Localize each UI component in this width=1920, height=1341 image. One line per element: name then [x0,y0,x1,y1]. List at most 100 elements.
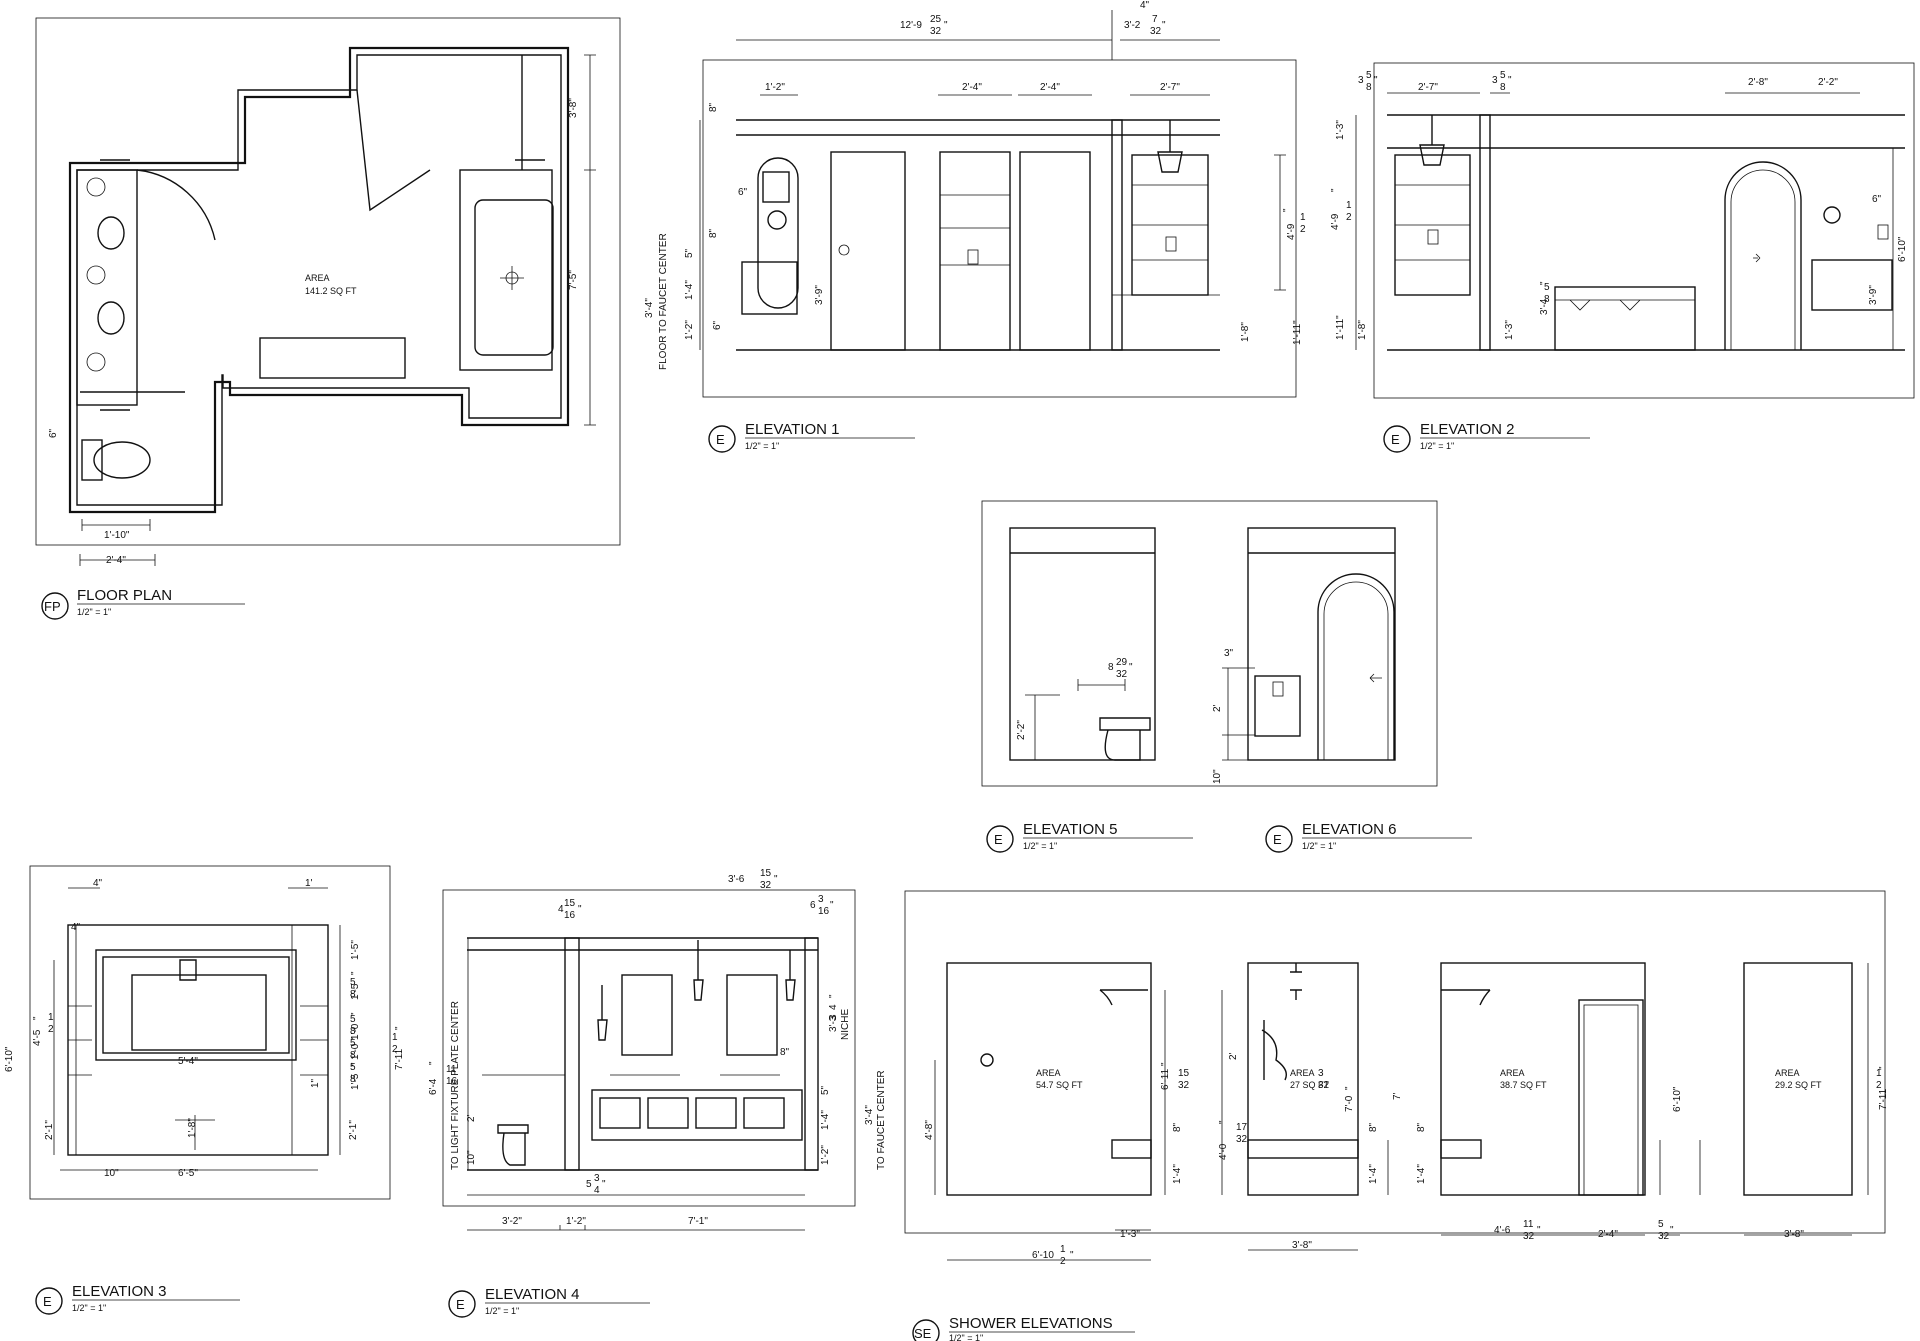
title-fp: FP FLOOR PLAN 1/2" = 1" [41,587,245,620]
dim-label: 7' [1392,1092,1403,1100]
dim-label: " [1344,1086,1355,1090]
dim-label: 1'-0 [350,1023,361,1040]
dim-label: 2 [1876,1080,1882,1091]
elevation-1-frame [702,59,1297,398]
dim-label: 4'-8" [924,1120,935,1140]
dim-label: 2'-4" [1040,82,1060,93]
dim-label: 1'-4" [1172,1164,1183,1184]
dim-label: " [1129,662,1133,673]
dim-label: 25 [930,14,942,25]
dim-label: " [578,904,582,915]
floor-plan-walls [68,46,570,514]
dim-label: 32 [930,26,942,37]
dim-label: 2'-7" [1418,82,1438,93]
dim-label: 3'-9" [814,285,825,305]
shower-area-3-value: 38.7 SQ FT [1500,1080,1547,1090]
dim-label: " [1218,1120,1229,1124]
dim-label: 1'-3" [1120,1229,1140,1240]
dim-label: 6" [712,320,723,330]
dim-label: 5 [350,1038,356,1049]
dim-label: 1'-11" [1292,320,1303,345]
dim-label: 4 [828,1004,839,1010]
dim-label: 1" [310,1078,321,1088]
drawing-badge-text: E [1273,832,1282,847]
elevation-4-vertical-note-faucet: TO FAUCET CENTER [876,1070,887,1170]
dim-label: 4'-9 [1286,223,1297,240]
shower-area-1-value: 54.7 SQ FT [1036,1080,1083,1090]
dim-label: 1'-8" [187,1118,198,1138]
dim-label: 8" [1172,1122,1183,1132]
dim-label: 2 [392,1044,398,1055]
elevation-3: 4" 1' 4" 1'-5" 6'-10" 4'-5 1 2 " 1'-5 5 … [4,865,405,1200]
dim-label: 12'-9 [900,20,922,31]
dim-label: 16 [446,1076,458,1087]
shower-wall-2: AREA 27 SQ FT [1247,962,1359,1196]
dim-label: " [350,1036,361,1040]
drawing-scale: 1/2" = 1" [745,441,779,451]
elevation-5: 8 29 32 " 2'-2" [1009,527,1156,761]
drawing-title: FLOOR PLAN [77,587,172,604]
dim-label: 4'-5 [32,1029,43,1046]
dim-label: " [828,994,839,998]
drawing-scale: 1/2" = 1" [485,1306,519,1316]
dim-label: 7'-11 [394,1048,405,1070]
dim-label: " [394,1026,405,1030]
dim-label: 2'-2" [1016,720,1027,740]
dim-label: 5" [820,1085,831,1095]
elevation-4: 3'-6 15 32 " 4 15 16 " 6 3 16 " 3'-3 3 4… [428,868,887,1231]
dim-label: 6'-5" [178,1168,198,1179]
dim-label: " [32,1016,43,1020]
drawing-badge [912,1319,940,1341]
dim-label: 11 [1523,1219,1534,1230]
toilet [81,439,151,481]
dim-label: 4" [93,878,103,889]
dim-label: 1'-5" [350,940,361,960]
dim-label: " [1508,75,1512,86]
dim-label: 5 [586,1179,592,1190]
dim-label: " [1878,1066,1889,1070]
dim-label: " [1539,281,1550,285]
drawing-badge-text: E [1391,432,1400,447]
dim-label: 8" [1368,1122,1379,1132]
dim-label: 2 [1346,212,1352,223]
dim-label: 4 [558,904,564,915]
dim-label: " [1070,1250,1074,1261]
drawing-badge-text: SE [914,1326,932,1341]
drawing-badge-text: E [456,1297,465,1312]
floor-plan-area-value: 141.2 SQ FT [305,286,357,296]
dim-label: 3 [1358,75,1364,86]
dim-label: 8 [1500,82,1506,93]
dim-label: 1'-0 [350,1043,361,1060]
shower-area-4-value: 29.2 SQ FT [1775,1080,1822,1090]
dim-label: 8 [1108,662,1114,673]
dim-label: 8" [708,102,719,112]
shower-dimensions: 4'-8" 6'-11 15 32 " 2' 8" 1'-4" 4'-0 17 … [924,963,1889,1267]
drawing-badge-text: E [716,432,725,447]
dim-label: 5 [1366,70,1372,81]
dim-label: 7'-5" [568,270,579,290]
dim-label: 2'-4" [1598,1229,1618,1240]
dim-label: 6'-10" [1897,236,1908,262]
dim-label: " [1670,1225,1674,1236]
dim-label: 3 [1318,1068,1324,1079]
elevations-5-6-frame [981,500,1438,787]
elevation-4-frame [442,889,856,1207]
dim-label: 7 [1152,14,1158,25]
dim-label: 2'-2" [1818,77,1838,88]
dim-label: 1'-4" [1416,1164,1427,1184]
dim-label: 15 [564,898,576,909]
drawing-badge-text: FP [44,599,61,614]
dim-label: 1 [1300,212,1306,223]
dim-label: " [350,971,361,975]
dim-label: 32 [1236,1134,1248,1145]
dim-label: 3 [1492,75,1498,86]
dim-label: 32 [1523,1231,1535,1242]
dim-label: 1'-4" [820,1110,831,1130]
dim-label: 16 [564,910,576,921]
drawing-badge [1265,825,1293,853]
dim-label: 5" [684,248,695,258]
dim-label: 3'-8" [1292,1240,1312,1251]
elevation-2-frame [1373,62,1915,399]
dim-label: 4'-6 [1494,1225,1511,1236]
dim-label: 32 [1178,1080,1190,1091]
